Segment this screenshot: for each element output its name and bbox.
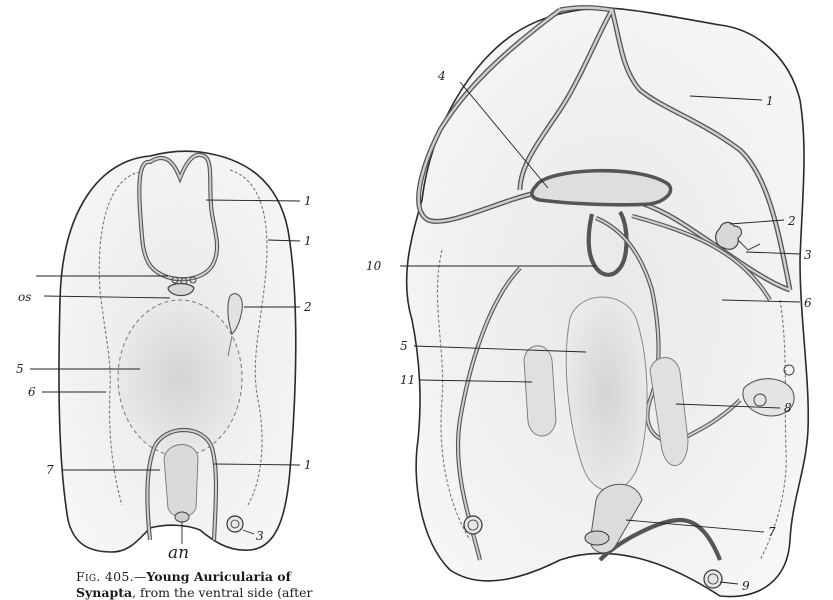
figure-b-label-4: 4 (437, 69, 446, 83)
figure-b-label-10: 10 (366, 259, 382, 273)
figure-b-label-11: 11 (400, 373, 415, 387)
figure-a-label-1-bottom: 1 (304, 458, 312, 472)
figure-b-label-6: 6 (804, 296, 812, 310)
figure-a-label-2: 2 (303, 300, 312, 314)
figure-a-mouth (168, 284, 194, 296)
figure-a-label-an: an (168, 543, 189, 563)
figure-b-label-9: 9 (742, 579, 750, 593)
figure-a-label-7: 7 (46, 463, 54, 477)
caption-title: Young Auricularia of (146, 569, 291, 584)
figure-b-larva: 4 1 2 3 10 6 5 11 8 7 9 (366, 8, 812, 597)
figure-a-wheel (227, 516, 243, 532)
figure-b-wheel-left (464, 516, 482, 534)
figure-b-label-3: 3 (804, 248, 812, 262)
caption-genus: Synapta (76, 585, 132, 600)
figure-a-label-1-right: 1 (304, 234, 312, 248)
figure-a-label-6: 6 (28, 385, 36, 399)
figure-a-anus (175, 512, 189, 522)
caption-figure-number: Fig. 405. (76, 569, 134, 584)
figure-caption-line-2: Synapta, from the ventral side (after (76, 585, 313, 600)
figure-a-label-3: 3 (256, 529, 264, 543)
figure-a-label-5: 5 (16, 362, 24, 376)
figure-b-label-2: 2 (787, 214, 796, 228)
figure-b-band-central (532, 171, 671, 205)
figure-a-label-1-top: 1 (304, 194, 312, 208)
figure-a-stomach (118, 300, 242, 456)
figure-a-larva: 1 1 os 2 5 6 7 1 3 an (16, 151, 312, 563)
figure-b-label-7: 7 (768, 525, 776, 539)
caption-dash: — (134, 569, 147, 584)
figure-b-esophagus (524, 346, 556, 436)
figure-b-label-1: 1 (766, 94, 774, 108)
figure-b-label-5: 5 (400, 339, 408, 353)
figure-b-label-8: 8 (784, 401, 792, 415)
caption-line-2-rest: , from the ventral side (after (132, 585, 312, 600)
figure-a-intestine (164, 445, 198, 518)
figure-b-wheel-right (704, 570, 722, 588)
figure-a-label-os: os (18, 290, 31, 304)
